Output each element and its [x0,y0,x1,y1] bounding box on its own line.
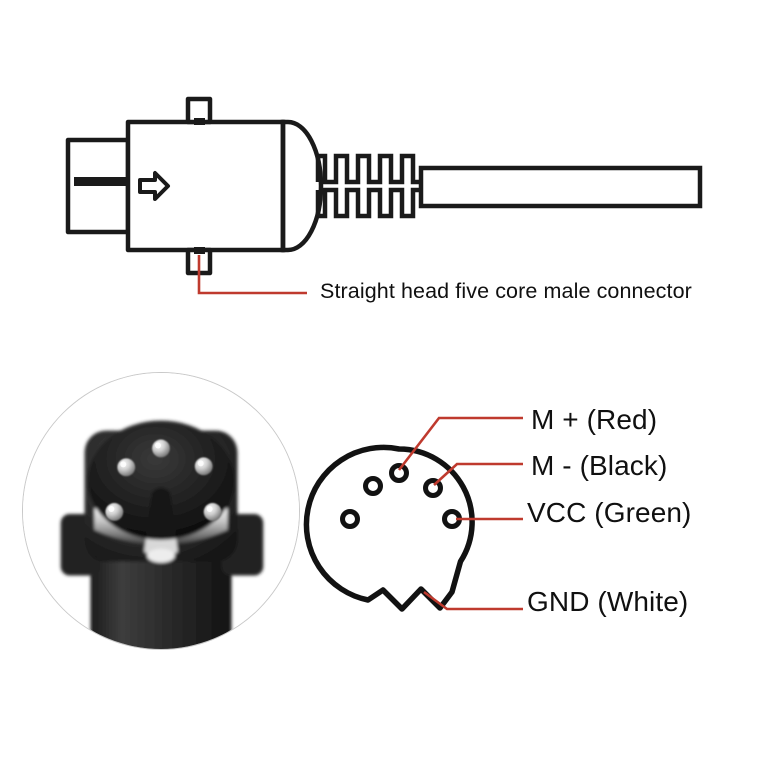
pin-upper-right [423,478,443,498]
schematic-caption: Straight head five core male connector [320,279,692,303]
strain-relief-coils [315,153,424,219]
caption-leader-line [197,255,307,295]
pin-left [340,509,360,529]
pinout-pins [340,463,462,529]
pin-label-gnd: GND (White) [527,586,689,617]
pin-label-m-plus: M + (Red) [531,404,658,435]
pinout-leader-lines [397,416,523,611]
direction-arrow-icon [138,171,170,201]
pin-top-center [389,463,409,483]
leader-m-plus [397,416,523,471]
pin-upper-left [363,476,383,496]
pin-label-vcc: VCC (Green) [527,497,692,528]
connector-photo-art [23,373,299,649]
pin-label-m-minus: M - (Black) [531,450,668,481]
connector-photo-circle [22,372,300,650]
leader-m-minus [433,462,523,486]
cable-body [418,165,703,209]
leader-gnd [423,590,523,611]
connector-schematic [65,96,324,276]
